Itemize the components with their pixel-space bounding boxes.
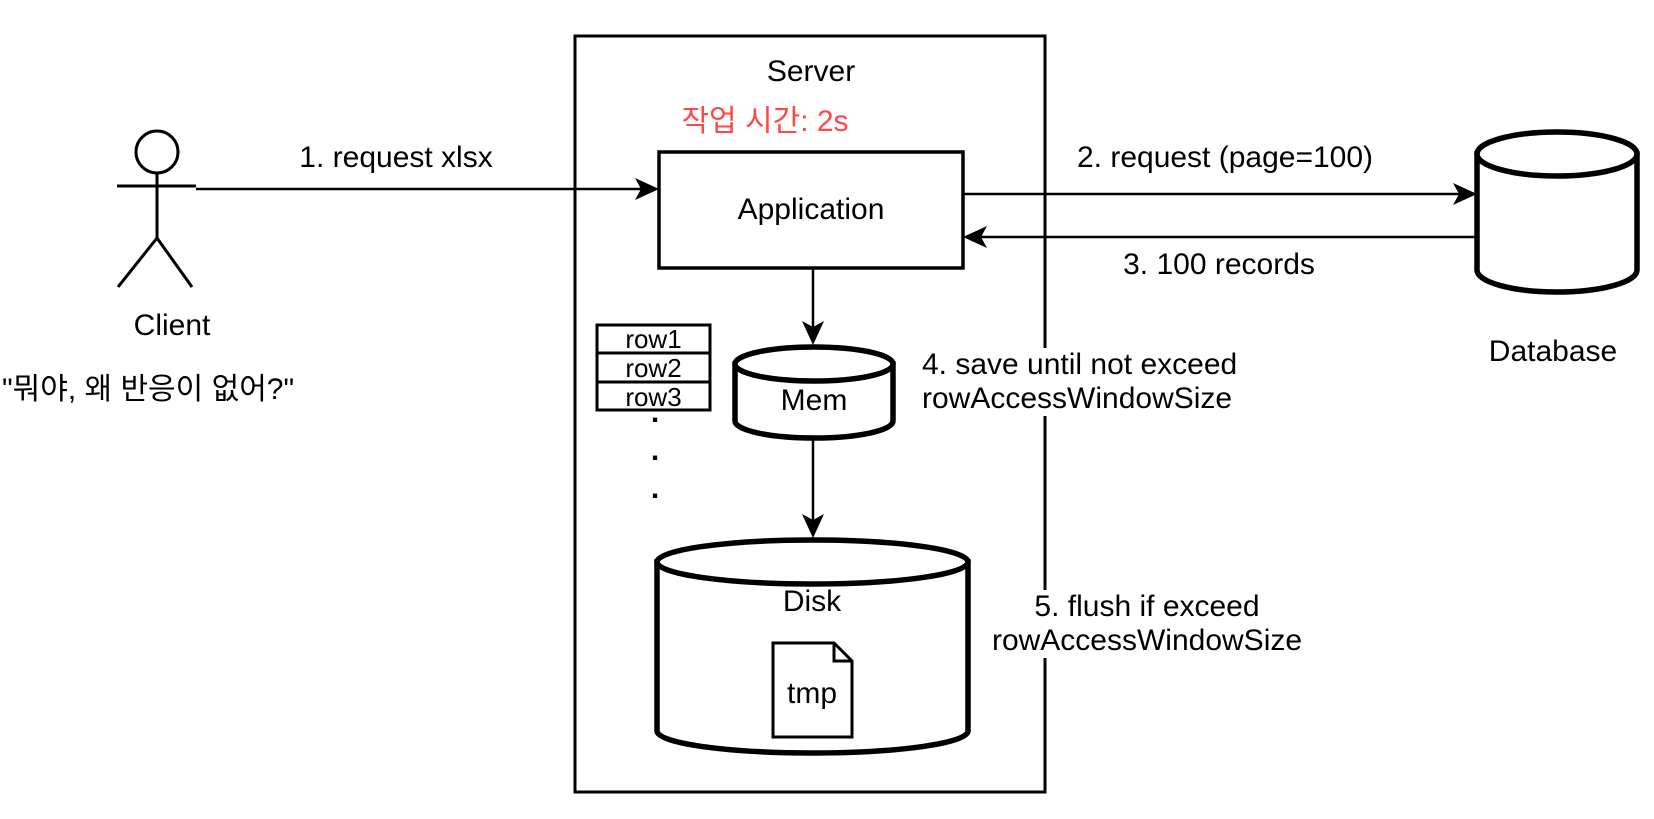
arrowhead-left-icon	[963, 226, 987, 248]
row3-cell	[595, 380, 712, 412]
arrow-app-to-mem	[802, 268, 824, 345]
step3-label: 3. 100 records	[1123, 248, 1315, 281]
row2-label: row2	[625, 353, 682, 383]
step5-line2: rowAccessWindowSize	[991, 624, 1303, 657]
arrowhead-right-icon	[1453, 183, 1477, 205]
step5-line1: 5. flush if exceed	[1034, 590, 1260, 623]
arrowhead-down-icon	[802, 321, 824, 345]
disk-label: Disk	[782, 585, 842, 618]
figure-head	[134, 129, 180, 175]
tmp-label: tmp	[786, 677, 838, 710]
database-label: Database	[1488, 335, 1618, 368]
tmp-file-icon	[771, 641, 854, 739]
row-buffer-table	[595, 323, 712, 412]
database-cylinder-icon	[1474, 129, 1640, 295]
arrow-100-records	[963, 226, 1477, 248]
figure-leg-right	[155, 237, 194, 288]
arrowhead-down-icon	[802, 514, 824, 538]
figure-leg-left	[116, 237, 159, 288]
arrow-request-xlsx	[196, 178, 659, 200]
row3-label: row3	[625, 382, 682, 412]
step1-label: 1. request xlsx	[299, 141, 493, 174]
client-quote: "뭐야, 왜 반응이 없어?"	[2, 373, 295, 406]
application-label: Application	[737, 193, 885, 226]
mem-label: Mem	[780, 384, 848, 417]
step4-line2: rowAccessWindowSize	[922, 382, 1233, 415]
client-figure-icon	[116, 129, 196, 288]
client-label: Client	[133, 309, 211, 342]
row2-cell	[595, 351, 712, 384]
arrowhead-right-icon	[635, 178, 659, 200]
ellipsis-dot-3: .	[650, 472, 660, 505]
arrow-request-page	[963, 183, 1477, 205]
ellipsis-dot-2: .	[650, 434, 660, 467]
application-box	[657, 150, 965, 270]
step2-label: 2. request (page=100)	[1076, 141, 1374, 174]
arrow-mem-to-disk	[802, 440, 824, 538]
mem-cylinder-icon	[732, 344, 896, 441]
step4-line1: 4. save until not exceed	[922, 348, 1238, 381]
step5-label: 5. flush if exceed rowAccessWindowSize	[986, 590, 1308, 658]
job-time-label: 작업 시간: 2s	[681, 105, 849, 138]
server-label: Server	[766, 55, 856, 88]
row1-label: row1	[625, 324, 682, 354]
step4-label: 4. save until not exceed rowAccessWindow…	[917, 348, 1243, 416]
ellipsis-dot-1: .	[650, 396, 660, 429]
